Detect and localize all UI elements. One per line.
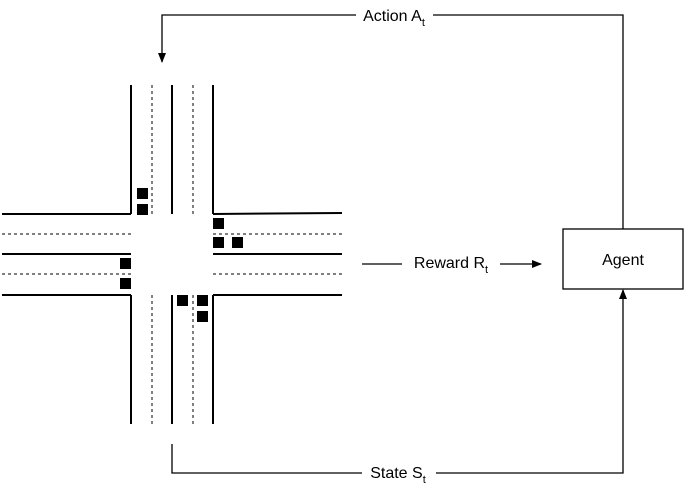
vehicle [137,188,148,199]
reward-label: Reward Rt [414,255,488,276]
agent-box [562,228,684,290]
agent-label: Agent [602,252,644,269]
vehicle [197,295,208,306]
state-label: State St [370,465,426,486]
action-arrow-line [162,14,624,229]
vehicle [120,258,131,269]
road-edge [212,212,343,215]
vehicle [213,237,224,248]
action-label: Action At [363,8,425,29]
vehicle [120,278,131,289]
state-arrow-line [171,290,623,474]
reward-arrow: Reward Rt [362,255,542,276]
vehicle [177,295,188,306]
vehicle [232,237,243,248]
vehicle [137,204,148,215]
state-arrow: State St [171,290,623,486]
action-arrow: Action At [162,8,624,229]
intersection [2,85,343,424]
vehicle [213,218,224,229]
agent-node: Agent [562,228,684,290]
vehicle [197,311,208,322]
